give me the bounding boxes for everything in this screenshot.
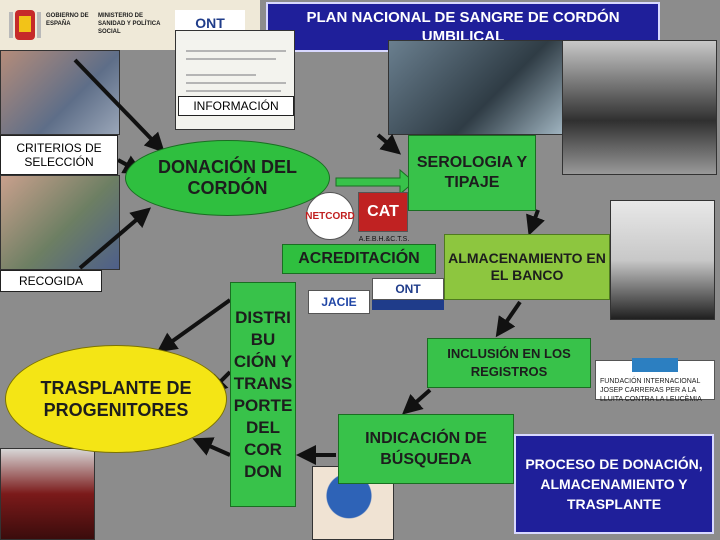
arrow-registry-to-search [401, 388, 432, 415]
arrow-donation-to-serology [335, 168, 415, 196]
arrow-storage-to-registry [495, 300, 522, 338]
lab-photo [388, 40, 563, 135]
node-distribucion: DISTRI BU CIÓN Y TRANS PORTE DEL COR DON [230, 282, 296, 507]
arrow-serology-to-storage [526, 209, 545, 236]
node-donacion: DONACIÓN DEL CORDÓN [125, 140, 330, 216]
ont-logo-bar [372, 300, 444, 310]
carreras-logo-graphic [632, 358, 678, 372]
label-criterios: CRITERIOS DE SELECCIÓN [0, 135, 118, 175]
netcord-logo: NETCORD [305, 192, 355, 240]
cord-collection-photo [0, 175, 120, 270]
storage-freezer-photo [610, 200, 715, 320]
arrow-distribution-to-transplant-3 [192, 437, 231, 457]
cat-logo: CAT [358, 192, 408, 232]
node-indicacion: INDICACIÓN DE BÚSQUEDA [338, 414, 514, 484]
blood-bag-photo [0, 448, 95, 540]
arrow-distribution-to-transplant-1 [156, 298, 232, 353]
node-trasplante: TRASPLANTE DE PROGENITORES [5, 345, 227, 453]
caption-proceso: PROCESO DE DONACIÓN, ALMACENAMIENTO Y TR… [514, 434, 714, 534]
node-inclusion: INCLUSIÓN EN LOS REGISTROS [427, 338, 591, 388]
arrow-collection-to-donation [78, 207, 152, 270]
cat-logo-subtitle: A.E.B.H.&C.T.S. [358, 235, 410, 243]
spain-coat-of-arms-icon [6, 6, 44, 44]
label-recogida: RECOGIDA [0, 270, 102, 292]
label-informacion: INFORMACIÓN [178, 96, 294, 116]
node-serologia: SEROLOGIA Y TIPAJE [408, 135, 536, 211]
gobierno-logo-text: GOBIERNO DE ESPAÑA [46, 13, 89, 27]
arrow-info-to-donation [73, 58, 165, 153]
ministerio-logo-text: MINISTERIO DE SANIDAD Y POLÍTICA SOCIAL [98, 13, 161, 35]
node-almacenamiento: ALMACENAMIENTO EN EL BANCO [444, 234, 610, 300]
jacie-logo: JACIE [308, 290, 370, 314]
lab-machine-photo [562, 40, 717, 175]
header-logos-strip: GOBIERNO DE ESPAÑA MINISTERIO DE SANIDAD… [0, 0, 260, 50]
ont-logo-small: ONT [372, 278, 444, 300]
arrow-lab-to-serology [376, 133, 402, 155]
carreras-logo-text: FUNDACIÓN INTERNACIONAL JOSEP CARRERAS P… [600, 378, 702, 403]
node-acreditacion: ACREDITACIÓN [282, 244, 436, 274]
birth-photo [0, 50, 120, 135]
